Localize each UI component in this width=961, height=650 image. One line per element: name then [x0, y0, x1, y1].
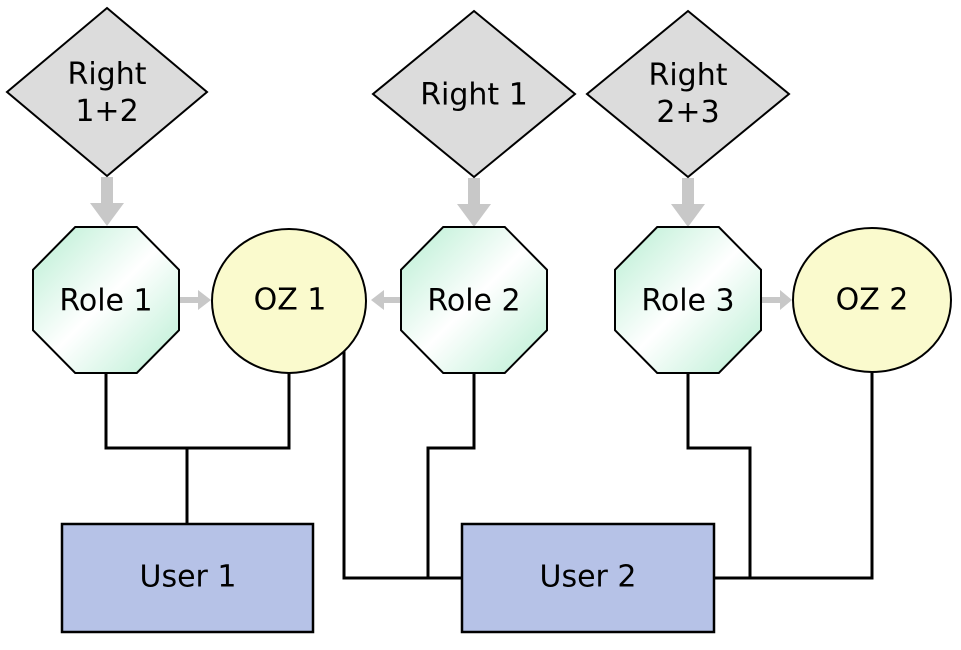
- oz-2-label: OZ 2: [835, 282, 909, 318]
- right-1-2-diamond: [5, 6, 209, 178]
- role-2-label: Role 2: [427, 283, 521, 319]
- arrow-role2-to-oz1: [371, 290, 402, 310]
- oz-2-circle: [792, 227, 952, 373]
- right-2-3-diamond: [585, 9, 791, 179]
- arrow-role3-to-oz2: [762, 290, 792, 310]
- role-3-octagon: [614, 226, 762, 374]
- arrow-right23-to-role3: [671, 178, 705, 227]
- connector-oz2-to-user2: [714, 373, 874, 580]
- user-2-box: [460, 522, 716, 634]
- user-1-box: [60, 522, 315, 634]
- user-2-label: User 2: [539, 559, 637, 595]
- oz-1-circle: [211, 228, 367, 374]
- right-1-2-label: Right 1+2: [67, 57, 147, 129]
- right-2-3-label: Right 2+3: [648, 58, 728, 130]
- role-3-label: Role 3: [641, 283, 735, 319]
- arrow-right12-to-role1: [90, 177, 124, 226]
- oz-1-label: OZ 1: [253, 282, 327, 318]
- role-2-octagon: [400, 226, 548, 374]
- arrow-role1-to-oz1: [180, 290, 211, 310]
- role-1-octagon: [32, 226, 180, 374]
- right-1-label: Right 1: [420, 77, 528, 113]
- role-1-label: Role 1: [59, 283, 153, 319]
- connector-role1-oz1-bracket: [104, 373, 291, 450]
- connector-role3-to-user2: [686, 373, 752, 578]
- user-1-label: User 1: [139, 559, 237, 595]
- connector-oz1-to-user2: [342, 350, 462, 580]
- right-1-diamond: [371, 9, 577, 179]
- connector-role2-to-user2: [426, 373, 476, 578]
- arrow-right1-to-role2: [457, 178, 491, 227]
